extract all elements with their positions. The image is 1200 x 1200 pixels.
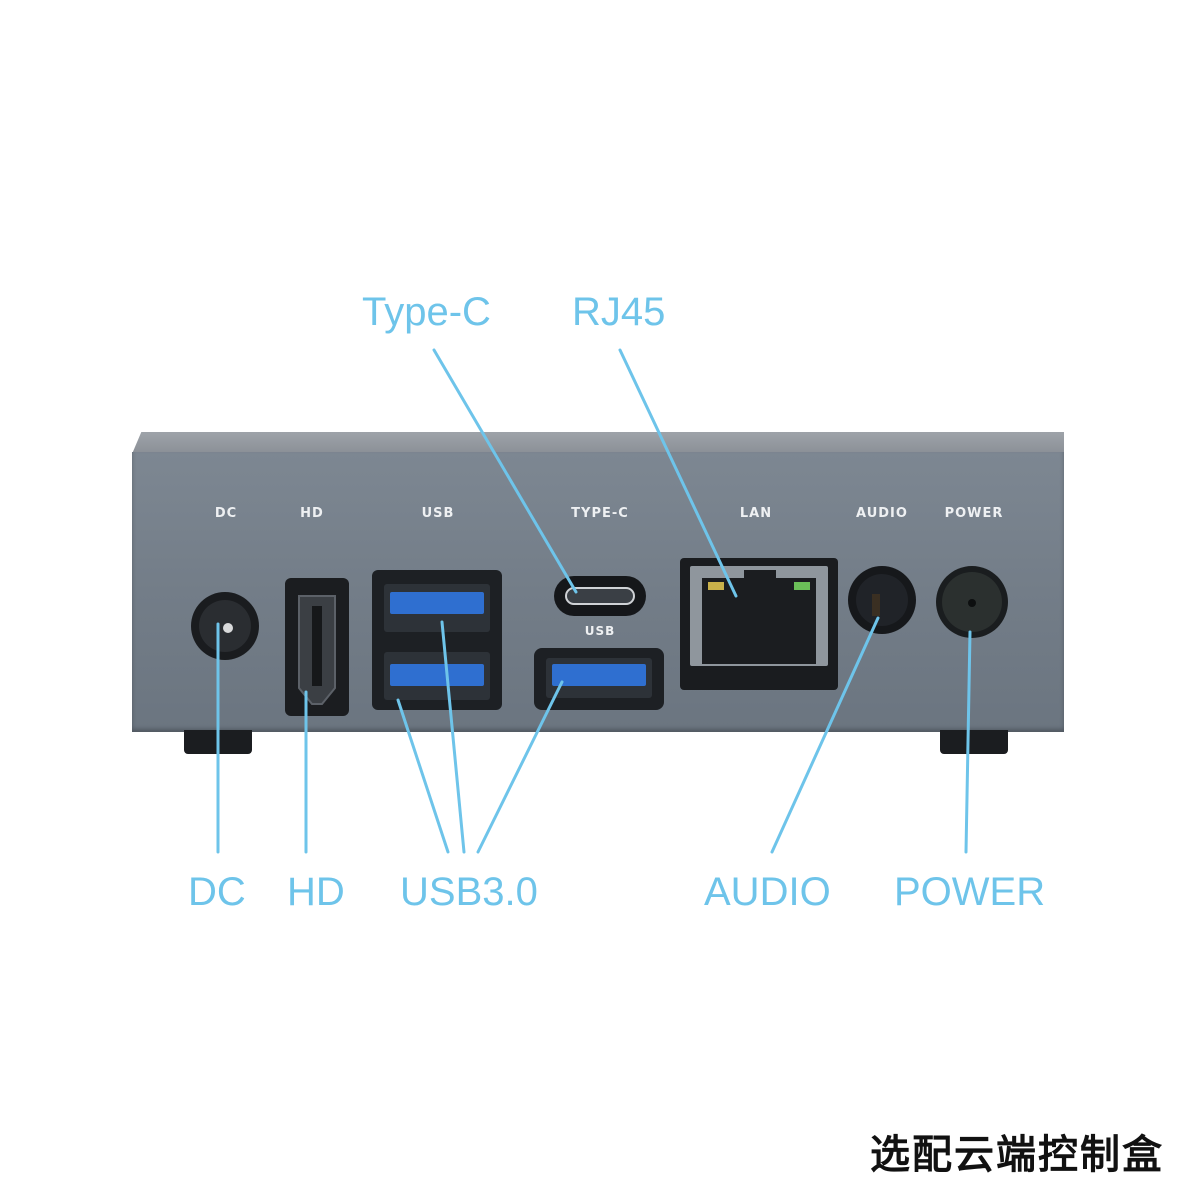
callout-rj45: RJ45 [572, 290, 666, 334]
panel-label-lan: LAN [739, 506, 773, 521]
panel-label-type-c: TYPE-C [571, 506, 629, 521]
usb-dual-port [372, 570, 502, 710]
leader-usb-single [476, 680, 564, 854]
dc-jack [191, 592, 259, 660]
leader-usb-lower [396, 698, 450, 854]
callout-dc: DC [188, 870, 246, 914]
usb-single-port [534, 648, 664, 710]
panel-label-power: POWER [944, 506, 1004, 521]
power-button [936, 566, 1008, 638]
hdmi-port [285, 578, 349, 716]
leader-type-c [432, 348, 578, 594]
panel-label-usb: USB [421, 506, 455, 521]
leader-rj45 [618, 348, 738, 598]
rj45-port [680, 558, 838, 690]
callout-usb30: USB3.0 [400, 870, 538, 914]
callout-power: POWER [894, 870, 1046, 914]
device-foot-right [940, 730, 1008, 754]
panel-label-audio: AUDIO [856, 506, 908, 521]
leader-usb-upper [440, 620, 466, 854]
leader-audio [770, 616, 880, 854]
callout-audio: AUDIO [704, 870, 831, 914]
device-top-edge [132, 432, 1064, 454]
callout-hd: HD [287, 870, 345, 914]
leader-power [964, 630, 972, 854]
panel-label-hd: HD [300, 506, 324, 521]
panel-label-dc: DC [214, 506, 238, 521]
panel-label-usb-small: USB [584, 624, 616, 638]
type-c-port [554, 576, 646, 616]
callout-type-c: Type-C [362, 290, 491, 334]
audio-jack [848, 566, 916, 634]
footer-title: 选配云端控制盒 [870, 1132, 1164, 1178]
